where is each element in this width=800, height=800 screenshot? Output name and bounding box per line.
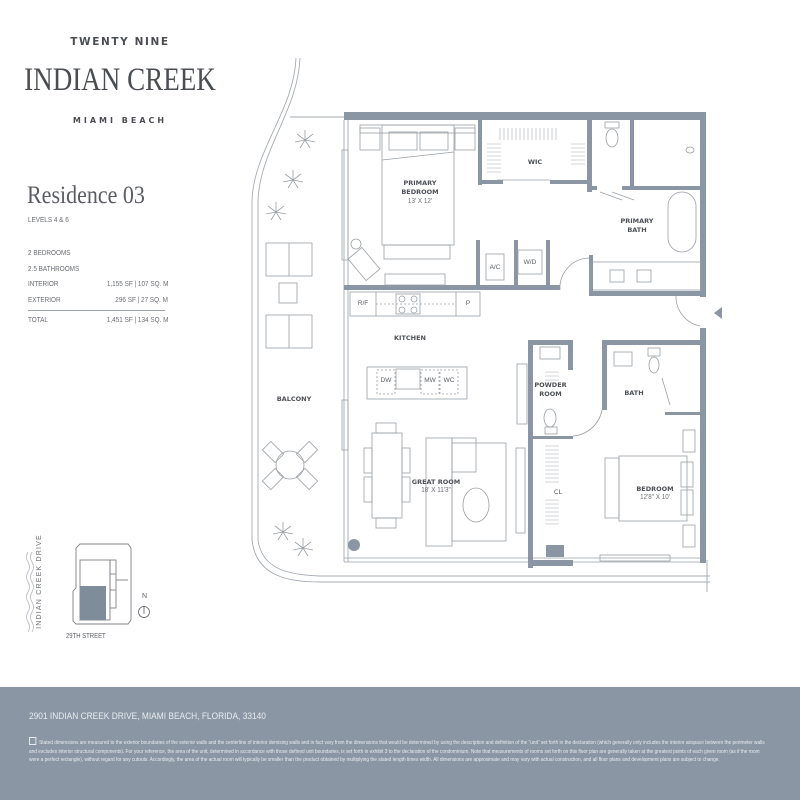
room-label-balcony: BALCONY: [276, 395, 312, 403]
street-label-29th: 29TH STREET: [66, 633, 106, 640]
brand-location: MIAMI BEACH: [72, 116, 168, 125]
room-dim-great-room: 18' X 11'3": [421, 487, 451, 494]
room-label-bath: BATH: [624, 389, 644, 397]
balcony-outline: [251, 57, 710, 592]
room-label-great-room: GREAT ROOM: [411, 478, 461, 486]
closet-shelving: [487, 128, 585, 525]
legal-disclaimer: Stated dimensions are measured to the ex…: [29, 737, 765, 765]
fixture-label-pantry: P: [465, 300, 471, 307]
kitchen-fixtures: [349, 291, 481, 400]
plant-icons: [265, 130, 316, 557]
unit-highlight: [80, 586, 106, 620]
spec-interior: INTERIOR 1,155 SF | 107 SQ. M: [28, 279, 168, 288]
room-label-primary-bath: PRIMARY BATH: [620, 217, 654, 234]
great-room-furniture: [363, 363, 528, 547]
primary-bedroom-furniture: [347, 124, 476, 286]
room-label-powder-room: POWDER ROOM: [534, 381, 567, 398]
fixture-label-ac: A/C: [489, 264, 501, 271]
north-label: N: [142, 593, 148, 600]
brand-logo: INDIAN CREEK: [24, 62, 216, 98]
residence-title: Residence 03: [27, 182, 145, 209]
spec-bedrooms: 2 BEDROOMS: [28, 248, 71, 257]
room-label-closet: CL: [553, 488, 563, 496]
fixture-label-refrigerator: R/F: [357, 300, 369, 307]
residence-levels: LEVELS 4 & 6: [28, 215, 69, 224]
street-label-indian-creek-drive: INDIAN CREEK DRIVE: [35, 534, 43, 629]
property-address: 2901 INDIAN CREEK DRIVE, MIAMI BEACH, FL…: [29, 711, 266, 722]
primary-bath-fixtures: [590, 121, 702, 291]
room-dim-primary-bedroom: 13' X 12': [407, 198, 433, 205]
spec-divider: [28, 310, 165, 311]
specs-table: 2 BEDROOMS 2.5 BATHROOMS INTERIOR 1,155 …: [28, 248, 168, 331]
room-label-primary-bedroom: PRIMARY BEDROOM: [401, 179, 439, 196]
room-dim-bedroom: 12'8" X 10': [640, 494, 670, 501]
brand-line-1: TWENTY NINE: [70, 36, 170, 48]
fixture-label-wd: W/D: [523, 259, 537, 266]
bedroom-2-fixtures: [539, 346, 696, 548]
fixture-label-microwave: MW: [424, 377, 436, 384]
spec-exterior: EXTERIOR 296 SF | 27 SQ. M: [28, 294, 168, 304]
spec-total: TOTAL 1,451 SF | 134 SQ. M: [28, 315, 168, 324]
fixture-label-dishwasher: DW: [380, 377, 392, 384]
room-label-bedroom: BEDROOM: [636, 485, 674, 493]
fixture-label-wine-cooler: WC: [443, 377, 455, 384]
balcony-furniture: [261, 242, 319, 491]
spec-bathrooms: 2.5 BATHROOMS: [28, 263, 80, 273]
key-plan: [26, 543, 150, 633]
equal-housing-icon: [29, 737, 37, 745]
room-label-wic: WIC: [527, 158, 543, 166]
compass-icon: [138, 606, 150, 618]
entry-arrow-icon: [714, 307, 722, 319]
footer: 2901 INDIAN CREEK DRIVE, MIAMI BEACH, FL…: [0, 687, 800, 800]
room-label-kitchen: KITCHEN: [394, 334, 426, 342]
